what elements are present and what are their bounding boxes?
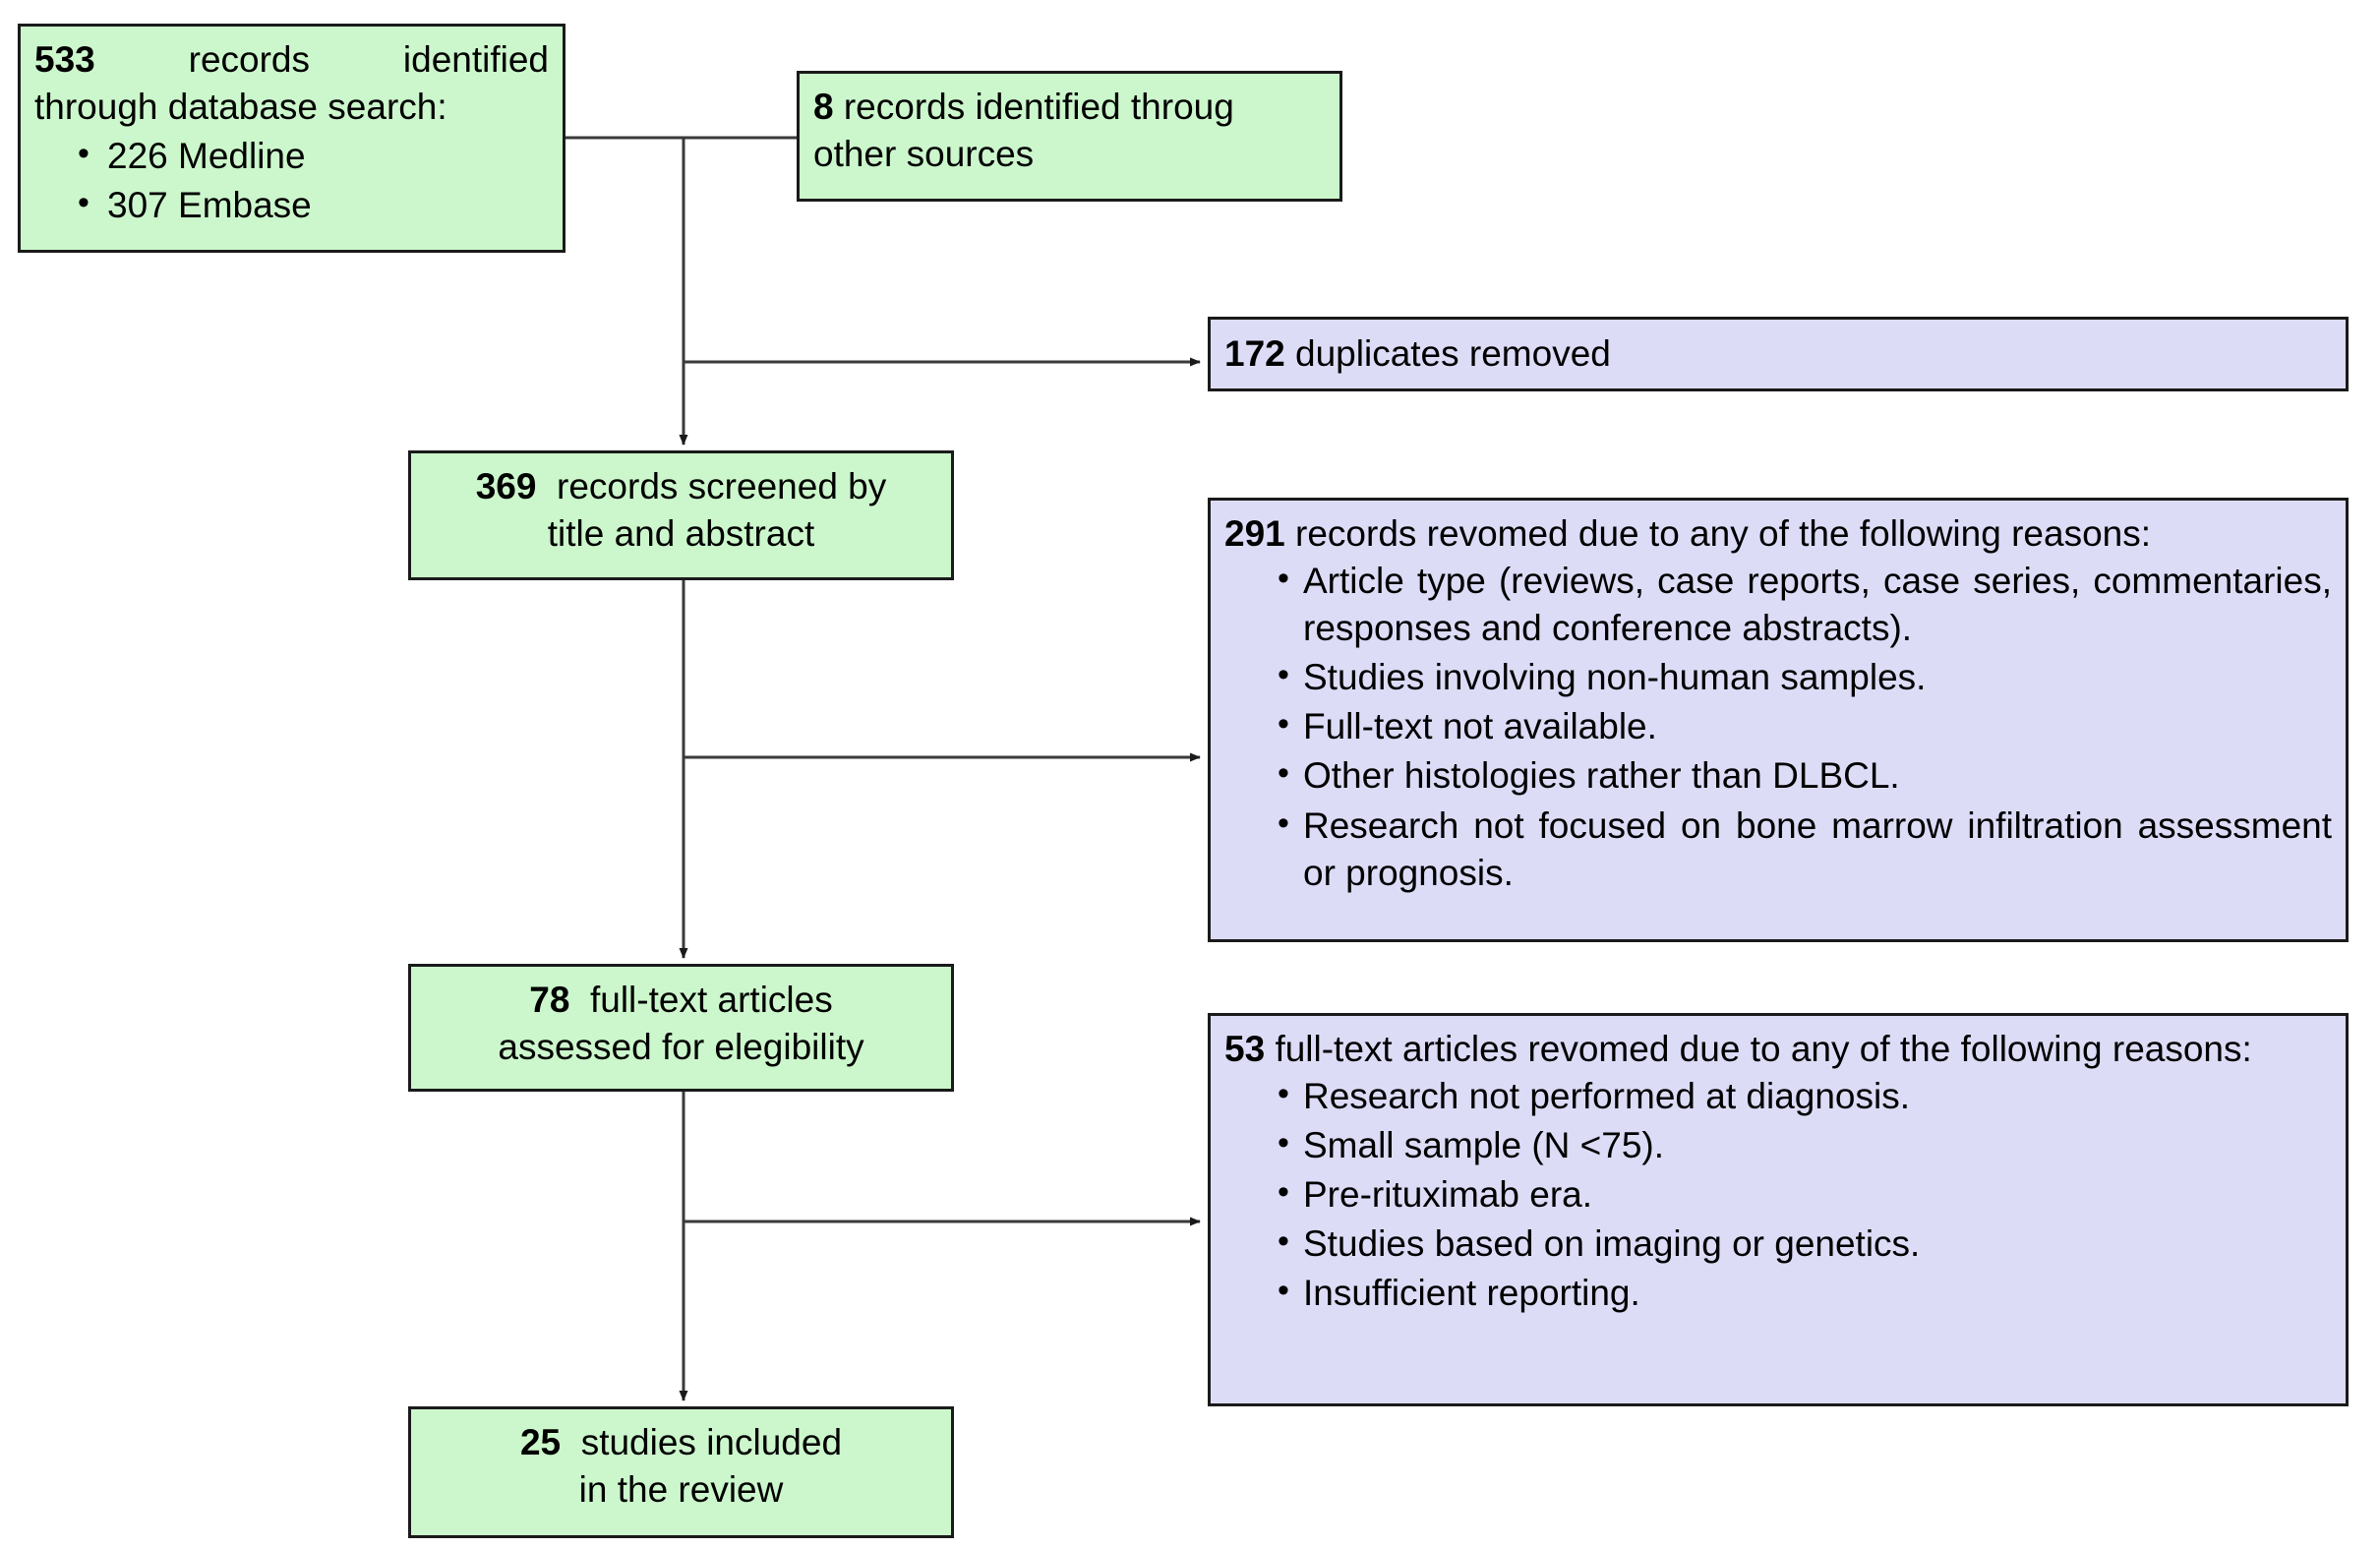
duplicates-line: 172 duplicates removed (1224, 330, 1611, 378)
node-fulltext-removed: 53 full-text articles revomed due to any… (1208, 1013, 2349, 1406)
removed-records-lead: 291 records revomed due to any of the fo… (1224, 510, 2332, 558)
records-identified-source-list: 226 Medline 307 Embase (34, 132, 549, 229)
screened-line1: 369 records screened by (425, 463, 937, 510)
node-records-removed: 291 records revomed due to any of the fo… (1208, 498, 2349, 942)
screened-text1: records screened by (557, 466, 887, 506)
node-studies-included: 25 studies included in the review (408, 1406, 954, 1538)
removed-fulltext-reason-list: Research not performed at diagnosis. Sma… (1224, 1072, 2332, 1317)
node-other-sources: 8 records identified throug other source… (797, 71, 1342, 202)
fulltext-text1: full-text articles (589, 980, 833, 1020)
list-item: Pre-rituximab era. (1270, 1170, 2332, 1219)
records-identified-count: 533 (34, 39, 95, 80)
list-item: Full-text not available. (1270, 702, 2332, 750)
node-records-screened: 369 records screened by title and abstra… (408, 450, 954, 580)
screened-line2: title and abstract (547, 513, 815, 555)
duplicates-count: 172 (1224, 332, 1285, 374)
fulltext-count: 78 (529, 980, 570, 1020)
list-item: Other histologies rather than DLBCL. (1270, 751, 2332, 800)
fulltext-line1: 78 full-text articles (425, 977, 937, 1024)
records-identified-text1: records identified (188, 39, 549, 80)
removed-fulltext-count: 53 (1224, 1029, 1266, 1069)
records-identified-line2: through database search: (34, 87, 447, 128)
included-line2: in the review (578, 1469, 784, 1511)
node-fulltext-assessed: 78 full-text articles assessed for elegi… (408, 964, 954, 1092)
list-item: Studies based on imaging or genetics. (1270, 1220, 2332, 1268)
node-duplicates-removed: 172 duplicates removed (1208, 317, 2349, 391)
list-item: Research not focused on bone marrow infi… (1270, 802, 2332, 897)
list-item: Small sample (N <75). (1270, 1121, 2332, 1169)
fulltext-line2: assessed for elegibility (498, 1027, 864, 1068)
list-item: Article type (reviews, case reports, cas… (1270, 557, 2332, 652)
list-item: Insufficient reporting. (1270, 1269, 2332, 1317)
list-item: Research not performed at diagnosis. (1270, 1072, 2332, 1120)
removed-fulltext-lead-text: full-text articles revomed due to any of… (1275, 1029, 2252, 1069)
screened-count: 369 (475, 466, 537, 506)
node-records-identified: 533 records identified through database … (18, 24, 565, 253)
list-item: Studies involving non-human samples. (1270, 653, 2332, 701)
removed-fulltext-lead: 53 full-text articles revomed due to any… (1224, 1026, 2332, 1073)
included-line1: 25 studies included (425, 1419, 937, 1466)
other-sources-line: 8 records identified throug other source… (813, 84, 1326, 178)
records-identified-line1: 533 records identified (34, 36, 549, 84)
list-item: 226 Medline (74, 132, 549, 180)
list-item: 307 Embase (74, 181, 549, 229)
removed-records-reason-list: Article type (reviews, case reports, cas… (1224, 557, 2332, 897)
other-sources-text: records identified throug other sources (813, 87, 1234, 175)
included-count: 25 (519, 1422, 562, 1462)
included-text1: studies included (580, 1422, 843, 1462)
removed-records-lead-text: records revomed due to any of the follow… (1295, 513, 2152, 554)
other-sources-count: 8 (813, 87, 834, 127)
removed-records-count: 291 (1224, 513, 1285, 554)
duplicates-text: duplicates removed (1295, 332, 1611, 374)
